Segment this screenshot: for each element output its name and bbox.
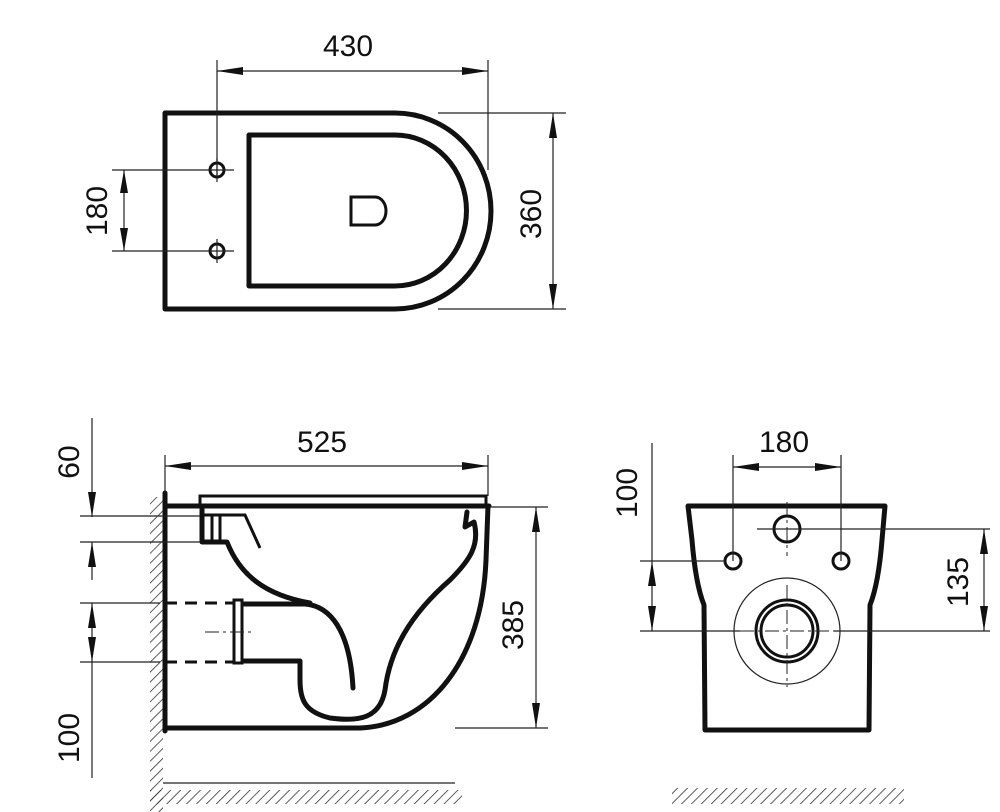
bowl-inner: [241, 509, 479, 722]
side-view: 525 385 60 100: [53, 418, 548, 812]
top-view-seat: [246, 132, 469, 289]
top-view: 430 360 180: [81, 30, 566, 312]
dim-label-bolt-spacing: 180: [759, 426, 809, 459]
dim-line-180-top: [112, 169, 234, 252]
dim-label-inlet-outlet: 135: [942, 557, 975, 607]
dim-line-525: [164, 455, 489, 496]
dim-label-outlet-height: 100: [53, 713, 86, 763]
front-view-outline: [685, 503, 888, 733]
dim-label-hole-spacing: 180: [81, 186, 114, 236]
flush-hole-icon: [349, 195, 388, 227]
dim-line-100-front: [640, 443, 740, 632]
dim-line-100-side: [80, 602, 160, 778]
front-view: 180 135 100: [611, 426, 990, 804]
bowl-outer: [162, 503, 491, 731]
dim-label-length: 430: [323, 30, 373, 63]
top-view-outline: [162, 110, 494, 312]
dim-line-60: [80, 418, 200, 580]
dim-label-width: 360: [515, 189, 548, 239]
wall-hatch: [150, 497, 163, 812]
dim-line-385: [455, 506, 548, 729]
dim-label-overall-length: 525: [297, 426, 347, 459]
floor-hatch-front: [672, 788, 904, 804]
floor-hatch: [150, 790, 462, 804]
dim-line-430: [216, 60, 489, 178]
dim-line-135: [834, 529, 990, 632]
dim-label-height: 385: [497, 600, 530, 650]
dim-label-top-offset: 60: [53, 445, 86, 478]
dim-line-360: [438, 112, 566, 310]
dim-label-bolt-height: 100: [611, 468, 644, 518]
dim-line-180-front: [732, 455, 842, 561]
